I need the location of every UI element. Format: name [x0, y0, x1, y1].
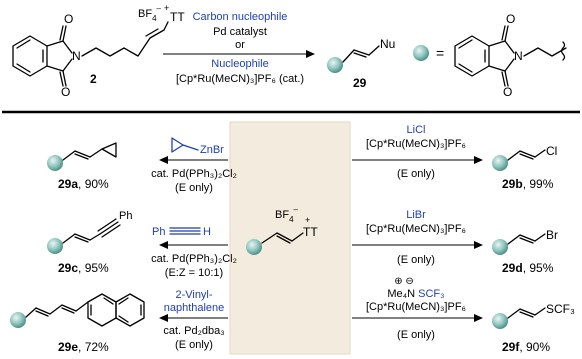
naphthalene-structure — [87, 293, 145, 327]
atom-o-label: O — [64, 12, 73, 26]
product-29f-yield: , 90% — [519, 340, 550, 354]
central-reagent-box — [229, 121, 351, 355]
product-29f: 29f, 90% — [502, 340, 550, 354]
condition-29c-1: cat. Pd(PPh₃)₂Cl₂ — [151, 253, 237, 265]
center-cation: TT — [303, 225, 318, 239]
substituent-sphere — [413, 45, 429, 61]
condition-29e-1: cat. Pd₂dba₃ — [163, 325, 224, 337]
atom-n-label: N — [514, 49, 523, 63]
product-29b-yield: , 99% — [523, 177, 554, 191]
center-anion-sub: 4 — [289, 215, 294, 224]
product-29a: 29a, 90% — [58, 177, 109, 191]
reagent-29c-ph: Ph — [152, 226, 165, 238]
product-29e-label: 29e — [58, 340, 78, 354]
product-29a-label: 29a — [58, 177, 78, 191]
anion-text: BF — [138, 8, 152, 20]
reagent-29d: LiBr — [406, 209, 426, 221]
condition-or: or — [235, 39, 245, 51]
product-29f-atom: SCF₃ — [546, 302, 575, 316]
condition-29b-2: (E only) — [397, 168, 435, 180]
condition-29d-1: [Cp*Ru(MeCN)₃]PF₆ — [366, 223, 466, 235]
reagent-29a: ZnBr — [200, 144, 224, 156]
center-anion: BF4– — [275, 205, 299, 224]
atom-o-label: O — [506, 12, 515, 26]
reagent-cation: TT — [170, 10, 185, 24]
condition-29e-2: (E only) — [175, 339, 213, 351]
product-number-label: 29 — [353, 76, 367, 90]
product-29c-yield: , 95% — [78, 261, 109, 275]
product-29d: 29d, 95% — [502, 261, 554, 275]
reagent-plus: + — [164, 3, 169, 13]
product-29b-label: 29b — [502, 177, 523, 191]
product-29c-label: 29c — [58, 261, 78, 275]
product-29e-yield: , 72% — [78, 340, 109, 354]
product-29d-yield: , 95% — [523, 261, 554, 275]
anion-subscript: 4 — [152, 14, 157, 23]
center-anion-sup: – — [294, 205, 299, 214]
condition-29d-2: (E only) — [397, 254, 435, 266]
substituent-sphere — [47, 238, 63, 254]
condition-carbon-nucleophile: Carbon nucleophile — [193, 11, 288, 23]
condition-29c-2: (E:Z = 10:1) — [165, 267, 223, 279]
reagent-29f-anion: SCF₃ — [418, 288, 444, 300]
product-29e: 29e, 72% — [58, 340, 109, 354]
reagent-anion: BF4– — [138, 4, 162, 23]
equals-sign: = — [436, 45, 444, 61]
condition-ru-catalyst: [Cp*Ru(MeCN)₃]PF₆ (cat.) — [176, 73, 304, 85]
product-29a-yield: , 90% — [78, 177, 109, 191]
phthalimide-reagent-structure — [12, 21, 169, 87]
condition-29a-2: (E only) — [175, 182, 213, 194]
condition-nucleophile: Nucleophile — [211, 58, 268, 70]
reagent-29f-cation: Me₄N — [387, 288, 415, 300]
substituent-sphere — [492, 155, 508, 171]
anion-superscript: – — [157, 4, 162, 13]
condition-29f-2: (E only) — [397, 329, 435, 341]
reagent-number-label: 2 — [90, 72, 97, 86]
product-29d-label: 29d — [502, 261, 523, 275]
atom-n-label: N — [72, 49, 81, 63]
substituent-sphere — [327, 57, 343, 73]
cyclopropylzinc-reagent-structure — [171, 137, 199, 153]
condition-29f-1: [Cp*Ru(MeCN)₃]PF₆ — [366, 301, 466, 313]
substituent-sphere — [492, 313, 508, 329]
atom-o-label: O — [61, 85, 70, 99]
reagent-29e-line2: naphthalene — [164, 302, 225, 314]
product-29b-atom: Cl — [546, 144, 557, 158]
center-anion-text: BF — [275, 209, 289, 221]
alkyne-triple-bond — [169, 227, 201, 235]
substituent-sphere — [246, 239, 262, 255]
charges-29f: ⊕ ⊖ — [394, 276, 414, 287]
center-plus: + — [305, 215, 310, 225]
condition-pd-catalyst: Pd catalyst — [213, 26, 267, 38]
substituent-sphere — [10, 312, 26, 328]
substituent-sphere — [492, 239, 508, 255]
product-nu-label: Nu — [380, 37, 395, 51]
product-29f-label: 29f — [502, 340, 520, 354]
reagent-29e-line1: 2-Vinyl- — [175, 289, 212, 301]
substituent-sphere — [47, 155, 63, 171]
product-29b: 29b, 99% — [502, 177, 554, 191]
condition-29b-1: [Cp*Ru(MeCN)₃]PF₆ — [366, 138, 466, 150]
phthalimide-definition-structure — [454, 25, 567, 87]
reagent-29b: LiCl — [407, 124, 426, 136]
product-29c: 29c, 95% — [58, 261, 109, 275]
atom-o-label: O — [503, 85, 512, 99]
reagent-29c-h: H — [203, 226, 211, 238]
product-29c-ph: Ph — [119, 210, 132, 222]
product-29d-atom: Br — [546, 228, 558, 242]
condition-29a-1: cat. Pd(PPh₃)₂Cl₂ — [151, 168, 237, 180]
